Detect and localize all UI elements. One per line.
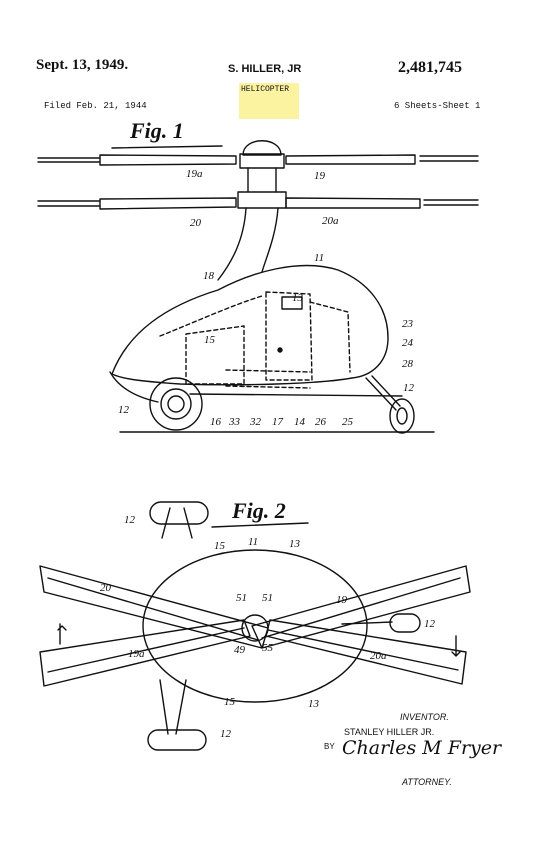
ref-12-front: 12 bbox=[118, 404, 129, 416]
patent-number: 2,481,745 bbox=[398, 59, 462, 76]
fig1-fuselage bbox=[111, 264, 389, 386]
attorney-label: ATTORNEY. bbox=[402, 777, 452, 787]
ref2-13-bottom: 13 bbox=[308, 698, 319, 710]
ref-26: 26 bbox=[315, 416, 326, 428]
patent-title: HELICOPTER bbox=[241, 85, 290, 94]
fig2-arrow-left bbox=[57, 623, 67, 645]
sheet-count: 6 Sheets-Sheet 1 bbox=[394, 101, 481, 111]
ref2-49: 49 bbox=[234, 644, 245, 656]
ref2-12-top: 12 bbox=[124, 514, 135, 526]
ref-15: 15 bbox=[204, 334, 215, 346]
ref-17: 17 bbox=[272, 416, 283, 428]
ref-19: 19 bbox=[314, 170, 325, 182]
fig1-underline bbox=[111, 145, 223, 149]
fig2-underline bbox=[211, 522, 309, 528]
fig2-fuselage-outline bbox=[142, 549, 368, 703]
ref-16: 16 bbox=[210, 416, 221, 428]
ref2-55: 55 bbox=[262, 642, 273, 654]
ref-12-rear: 12 bbox=[403, 382, 414, 394]
ref-20: 20 bbox=[190, 217, 201, 229]
patent-date: Sept. 13, 1949. bbox=[36, 57, 129, 73]
fig2-label: Fig. 2 bbox=[232, 498, 286, 523]
ref-28: 28 bbox=[402, 358, 413, 370]
ref2-51-left: 51 bbox=[236, 592, 247, 604]
ref2-15-top: 15 bbox=[214, 540, 225, 552]
fig2-hub bbox=[241, 614, 269, 642]
fig1-rear-gear bbox=[365, 375, 415, 434]
fig2-blade-20 bbox=[39, 565, 269, 649]
fig1-upper-rotor bbox=[37, 154, 479, 166]
fig1-label: Fig. 1 bbox=[130, 118, 184, 143]
title-highlight bbox=[239, 83, 299, 119]
ref-19a: 19a bbox=[186, 168, 203, 180]
ref-24: 24 bbox=[402, 337, 413, 349]
fig1-seat bbox=[281, 296, 303, 310]
fig2-landing-gear bbox=[147, 501, 421, 751]
inventor-label: INVENTOR. bbox=[400, 712, 449, 722]
ref2-19a: 19a bbox=[128, 648, 145, 660]
ref-32: 32 bbox=[250, 416, 261, 428]
fig2-arrow-right bbox=[451, 635, 461, 657]
fig2-blade-20a bbox=[265, 619, 467, 685]
ref-14: 14 bbox=[294, 416, 305, 428]
fig1-rotor-hub bbox=[217, 140, 287, 281]
ref2-11: 11 bbox=[248, 536, 259, 548]
inventor-name: STANLEY HILLER JR. bbox=[344, 727, 435, 737]
ref-33: 33 bbox=[229, 416, 240, 428]
ref2-15-bottom: 15 bbox=[224, 696, 235, 708]
ref2-19: 19 bbox=[336, 594, 347, 606]
ref-11: 11 bbox=[314, 252, 325, 264]
attorney-signature: Charles M Fryer bbox=[342, 737, 502, 759]
ref-25: 25 bbox=[342, 416, 353, 428]
ref-23: 23 bbox=[402, 318, 413, 330]
ref-13: 13 bbox=[292, 292, 303, 304]
ref2-20a: 20a bbox=[370, 650, 387, 662]
ref2-13-top: 13 bbox=[289, 538, 300, 550]
ref-20a: 20a bbox=[322, 215, 339, 227]
fig1-front-wheel bbox=[149, 377, 203, 431]
ref-18: 18 bbox=[203, 270, 214, 282]
fig2-blade-19a bbox=[39, 619, 251, 687]
ref2-20: 20 bbox=[100, 582, 111, 594]
ref2-51-right: 51 bbox=[262, 592, 273, 604]
ref2-12-right: 12 bbox=[424, 618, 435, 630]
filed-date: Filed Feb. 21, 1944 bbox=[44, 101, 147, 111]
ref2-12-bottom: 12 bbox=[220, 728, 231, 740]
by-label: BY bbox=[324, 742, 335, 751]
fig2-blade-19 bbox=[251, 565, 471, 649]
patent-author: S. HILLER, JR bbox=[228, 63, 302, 75]
